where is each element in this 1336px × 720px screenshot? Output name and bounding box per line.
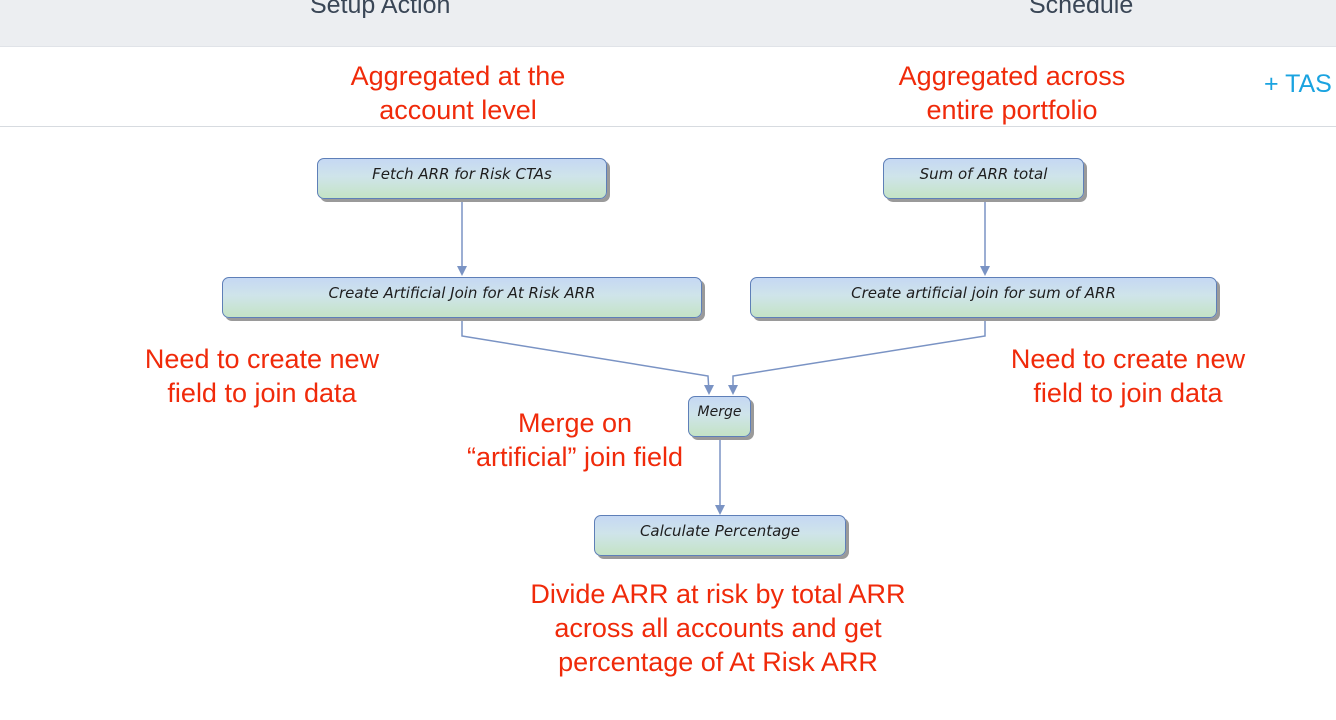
add-task-button[interactable]: + TAS [1264,70,1332,98]
edge-arrowhead [728,385,738,395]
annotation-line: Aggregated at the [350,61,566,91]
annotation-line: “artificial” join field [466,442,684,472]
annotation-line: Aggregated across [898,61,1126,91]
annotation-line: field to join data [167,378,357,408]
annotation-portfolio-level: Aggregated across entire portfolio [862,59,1162,127]
edge-arrowhead [980,266,990,276]
annotation-line: account level [379,95,537,125]
tab-setup-action[interactable]: Setup Action [310,0,451,19]
annotation-line: percentage of At Risk ARR [558,647,878,677]
annotation-line: entire portfolio [926,95,1098,125]
annotation-line: Need to create new [1010,344,1246,374]
tab-schedule[interactable]: Schedule [1029,0,1134,19]
node-fetch-arr[interactable]: Fetch ARR for Risk CTAs [317,158,607,199]
node-join-left[interactable]: Create Artificial Join for At Risk ARR [222,277,702,318]
edge-join-left-to-merge [461,319,710,393]
edge-arrowhead [457,266,467,276]
annotation-merge: Merge on “artificial” join field [425,406,725,474]
annotation-account-level: Aggregated at the account level [308,59,608,127]
annotation-line: Merge on [517,408,633,438]
tab-bar: Setup Action Schedule [0,0,1336,47]
edge-join-right-to-merge [732,319,986,392]
edge-arrowhead [704,385,714,395]
node-sum-arr[interactable]: Sum of ARR total [883,158,1084,199]
annotation-calculation: Divide ARR at risk by total ARR across a… [468,577,968,679]
annotation-right-join-field: Need to create new field to join data [978,342,1278,410]
edge-arrowhead [715,505,725,515]
node-merge[interactable]: Merge [688,396,751,437]
section-divider [0,126,1336,127]
node-calculate-percentage[interactable]: Calculate Percentage [594,515,846,556]
annotation-left-join-field: Need to create new field to join data [112,342,412,410]
annotation-line: field to join data [1033,378,1223,408]
node-join-right[interactable]: Create artificial join for sum of ARR [750,277,1217,318]
annotation-line: across all accounts and get [554,613,882,643]
annotation-line: Need to create new [144,344,380,374]
annotation-line: Divide ARR at risk by total ARR [530,579,906,609]
